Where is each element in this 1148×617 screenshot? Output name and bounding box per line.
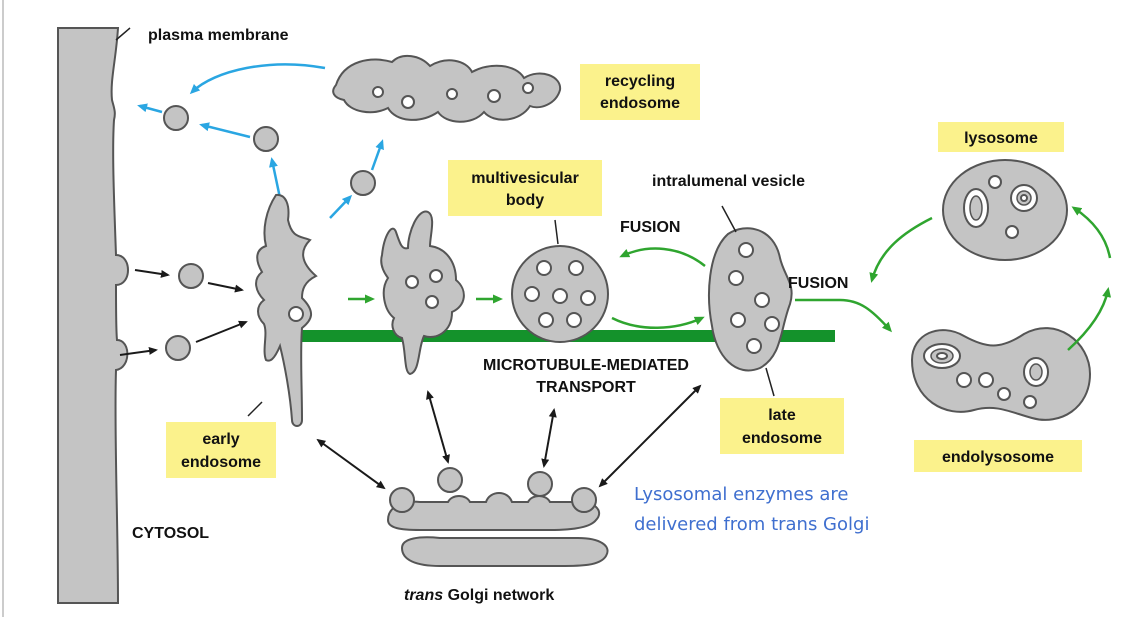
lysosome-label: lysosome xyxy=(964,130,1038,147)
late-endosome xyxy=(708,227,793,372)
lysosome xyxy=(942,159,1068,261)
recycling-endosome-label-line2: endosome xyxy=(600,95,680,112)
plasma-membrane xyxy=(57,27,129,604)
trans-golgi-network-label: trans Golgi network xyxy=(404,587,554,604)
plasma-membrane-label: plasma membrane xyxy=(148,27,289,44)
fusion-label-2: FUSION xyxy=(788,275,848,292)
recycling-endosome xyxy=(332,54,562,123)
early-endosome xyxy=(255,193,318,427)
microtubule-transport-label-line2: TRANSPORT xyxy=(536,379,636,396)
early-endosome-label-line1: early xyxy=(202,431,239,448)
recycling-endosome-label-line1: recycling xyxy=(605,73,675,90)
multivesicular-body-label-line2: body xyxy=(506,192,544,209)
late-endosome-label-line2: endosome xyxy=(742,430,822,447)
annotation-line1: Lysosomal enzymes are xyxy=(634,484,849,505)
fusion-label-1: FUSION xyxy=(620,219,680,236)
endolysosome-label: endolysosome xyxy=(942,449,1054,466)
early-endosome-label-line2: endosome xyxy=(181,454,261,471)
multivesicular-body xyxy=(511,245,609,343)
intermediate-endosome xyxy=(380,210,465,376)
cytosol-label: CYTOSOL xyxy=(132,525,209,542)
microtubule-transport-label-line1: MICROTUBULE-MEDIATED xyxy=(483,357,689,374)
endolysosome xyxy=(910,327,1092,421)
intralumenal-vesicle-label: intralumenal vesicle xyxy=(652,173,805,190)
late-endosome-label-line1: late xyxy=(768,407,796,424)
trans-golgi-network xyxy=(386,467,609,567)
annotation-line2: delivered from trans Golgi xyxy=(634,514,869,535)
multivesicular-body-label-line1: multivesicular xyxy=(471,170,579,187)
